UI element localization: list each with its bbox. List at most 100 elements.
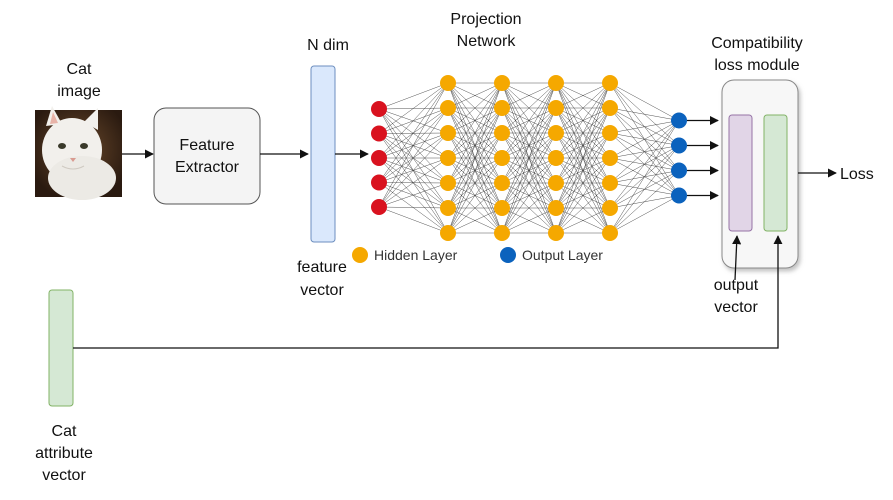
- cat-image: [35, 106, 122, 200]
- hidden-l3-node: [548, 225, 564, 241]
- network-edge: [501, 82, 557, 159]
- network-edge: [447, 132, 503, 234]
- output-arrows: [687, 115, 719, 201]
- cat-image-label-line2: image: [57, 83, 101, 100]
- attribute-slot-bar: [763, 114, 788, 232]
- network-edge: [378, 132, 449, 208]
- network-edge: [447, 82, 503, 159]
- input-node: [371, 174, 387, 191]
- feature-extractor-box: [153, 107, 261, 205]
- network-edge: [447, 82, 503, 184]
- cat-attribute-line3: vector: [42, 467, 86, 484]
- legend-output-label: Output Layer: [522, 247, 603, 263]
- network-edge: [501, 82, 557, 134]
- hidden-l2-node: [494, 75, 510, 91]
- network-edge: [609, 120, 680, 159]
- hidden-l3-node: [548, 100, 564, 116]
- legend: Hidden Layer Output Layer: [352, 247, 603, 263]
- hidden-l4-node: [602, 225, 618, 241]
- network-edge: [378, 182, 449, 208]
- network-edge: [501, 82, 557, 234]
- loss-label: Loss: [840, 166, 874, 183]
- projection-network-line2: Network: [457, 33, 517, 50]
- network-edge: [555, 82, 611, 209]
- cat-attribute-line2: attribute: [35, 445, 93, 462]
- network-edge: [378, 82, 449, 208]
- network-edge: [447, 82, 503, 209]
- network-edge: [501, 82, 557, 209]
- network-edge: [378, 206, 449, 209]
- network-edge: [609, 120, 680, 184]
- network-edge: [555, 132, 611, 234]
- hidden-l3-node: [548, 75, 564, 91]
- network-edge: [555, 157, 611, 234]
- network-edge: [378, 82, 449, 183]
- network-edge: [378, 107, 449, 208]
- feature-vector-bar: [310, 65, 336, 243]
- network-connections: [378, 82, 680, 234]
- hidden-l4-node: [602, 150, 618, 166]
- network-nodes: [371, 75, 687, 241]
- hidden-l2-node: [494, 150, 510, 166]
- feature-extractor-line1: Feature: [179, 137, 234, 154]
- network-edge: [609, 120, 680, 209]
- feature-vector-line1: feature: [297, 259, 347, 276]
- hidden-l3-node: [548, 125, 564, 141]
- network-edge: [447, 107, 503, 234]
- hidden-l2-node: [494, 200, 510, 216]
- network-edge: [555, 82, 611, 159]
- network-edge: [447, 182, 503, 234]
- network-edge: [609, 82, 680, 121]
- cat-attribute-line1: Cat: [52, 423, 77, 440]
- network-edge: [501, 82, 557, 184]
- hidden-l1-node: [440, 150, 456, 166]
- network-edge: [555, 107, 611, 234]
- hidden-l2-node: [494, 175, 510, 191]
- network-edge: [447, 82, 503, 234]
- network-edge: [501, 82, 557, 109]
- n-dim-label: N dim: [307, 37, 349, 54]
- output-node: [671, 187, 687, 204]
- cat-attribute-vector-bar: [48, 289, 74, 407]
- network-edge: [555, 182, 611, 234]
- network-edge: [447, 82, 503, 134]
- arrow-output-vector-label: [732, 235, 742, 281]
- hidden-l3-node: [548, 150, 564, 166]
- input-node: [371, 199, 387, 215]
- projection-network-line1: Projection: [450, 11, 521, 28]
- hidden-l3-node: [548, 200, 564, 216]
- network-edge: [447, 157, 503, 234]
- hidden-l1-node: [440, 125, 456, 141]
- network-edge: [555, 82, 611, 109]
- network-edge: [609, 195, 680, 234]
- network-edge: [501, 107, 557, 234]
- input-node: [371, 125, 387, 142]
- network-edge: [609, 170, 680, 234]
- hidden-l2-node: [494, 225, 510, 241]
- output-node: [671, 112, 687, 129]
- hidden-l1-node: [440, 175, 456, 191]
- hidden-l1-node: [440, 225, 456, 241]
- network-edge: [609, 107, 680, 121]
- compatibility-line2: loss module: [714, 57, 799, 74]
- output-vector-line1: output: [714, 277, 759, 294]
- network-edge: [378, 206, 449, 234]
- hidden-l4-node: [602, 200, 618, 216]
- network-edge: [501, 132, 557, 234]
- network-edge: [609, 145, 680, 234]
- output-vector-bar: [728, 114, 753, 232]
- hidden-l4-node: [602, 125, 618, 141]
- feature-extractor-line2: Extractor: [175, 159, 240, 176]
- hidden-l1-node: [440, 200, 456, 216]
- output-node: [671, 137, 687, 154]
- compatibility-line1: Compatibility: [711, 35, 803, 52]
- input-node: [371, 101, 387, 117]
- network-edge: [378, 82, 449, 134]
- network-edge: [447, 207, 503, 234]
- legend-hidden-dot: [352, 247, 368, 263]
- network-edge: [378, 157, 449, 208]
- hidden-l4-node: [602, 175, 618, 191]
- network-edge: [555, 82, 611, 234]
